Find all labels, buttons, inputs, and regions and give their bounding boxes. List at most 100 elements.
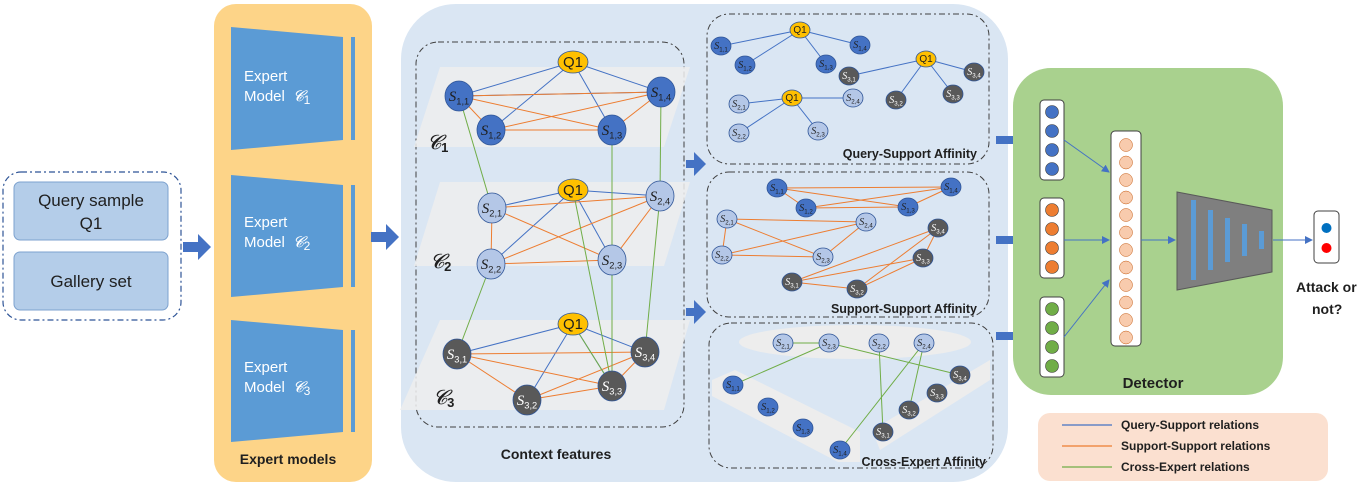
svg-text:S2,4: S2,4 <box>846 93 860 106</box>
svg-text:S2,3: S2,3 <box>811 126 825 139</box>
support-node: S1,4 <box>829 440 851 460</box>
svg-text:S2,2: S2,2 <box>481 257 501 275</box>
query-sample-box <box>13 181 169 241</box>
support-support-edge <box>526 351 646 401</box>
gallery-set-box <box>13 251 169 311</box>
query-support-edge <box>490 61 574 131</box>
support-node-s14: S1,4 <box>646 76 676 108</box>
cross-expert-edge <box>572 189 613 387</box>
svg-text:S3,3: S3,3 <box>602 379 622 397</box>
feature-cell <box>1045 203 1059 217</box>
support-support-edge <box>856 257 924 290</box>
query-node: Q1 <box>789 21 811 39</box>
query-support-edge <box>456 323 574 355</box>
feature-cell <box>1045 359 1059 373</box>
svg-text:S1,4: S1,4 <box>944 182 958 195</box>
support-support-affinity-box <box>706 171 990 318</box>
svg-text:S3,4: S3,4 <box>635 345 655 363</box>
cross-expert-edge <box>828 342 961 376</box>
svg-text:S3,3: S3,3 <box>946 89 960 102</box>
cross-expert-edge <box>456 263 492 355</box>
feature-cell <box>1045 340 1059 354</box>
svg-text:Q1: Q1 <box>919 54 933 65</box>
support-node: S3,1 <box>781 272 803 292</box>
svg-text:S3,1: S3,1 <box>447 347 467 365</box>
concat-cell <box>1119 173 1133 187</box>
svg-text:S2,3: S2,3 <box>816 252 830 265</box>
detector-input-vectors <box>1039 99 1065 378</box>
support-node: S2,3 <box>812 247 834 267</box>
query-node: Q1 <box>557 312 589 336</box>
svg-text:S2,2: S2,2 <box>715 250 729 263</box>
svg-text:S2,1: S2,1 <box>732 99 746 112</box>
support-node: S1,1 <box>766 178 788 198</box>
cross-expert-edge <box>644 195 661 353</box>
support-support-edge <box>491 207 613 261</box>
support-support-edge <box>791 227 939 283</box>
legend-item-cross-expert: Cross-Expert relations <box>1062 460 1250 474</box>
support-node: S2,1 <box>716 209 738 229</box>
support-node: S3,2 <box>846 279 868 299</box>
query-support-edge <box>744 29 801 66</box>
arrow-experts-to-context <box>371 224 399 250</box>
svg-text:S2,2: S2,2 <box>872 338 886 351</box>
svg-text:Query-Support relations: Query-Support relations <box>1121 418 1259 432</box>
svg-text:S3,3: S3,3 <box>930 388 944 401</box>
support-node-s13: S1,3 <box>597 114 627 146</box>
cross-expert-edge <box>659 91 662 197</box>
support-support-edge <box>726 218 824 258</box>
support-node: S3,4 <box>927 218 949 238</box>
query-support-edge <box>490 189 574 265</box>
feature-cell <box>1045 162 1059 176</box>
cross-expert-edge <box>878 342 884 433</box>
expert-3-line1: Expert <box>244 359 288 376</box>
svg-text:S1,2: S1,2 <box>799 203 813 216</box>
svg-text:Q1: Q1 <box>563 316 583 333</box>
svg-text:S1,3: S1,3 <box>819 59 833 72</box>
expert-1-line2: Model 𝓒1 <box>244 88 311 107</box>
svg-text:S2,2: S2,2 <box>732 128 746 141</box>
svg-text:S1,1: S1,1 <box>449 89 469 107</box>
support-support-edge <box>490 259 613 265</box>
context-edges <box>456 61 662 401</box>
svg-text:S3,1: S3,1 <box>842 71 856 84</box>
legend-box <box>1038 413 1328 481</box>
svg-text:S2,4: S2,4 <box>650 189 670 207</box>
concat-cell <box>1119 190 1133 205</box>
svg-text:Q1: Q1 <box>793 25 807 36</box>
query-support-edge <box>572 61 662 93</box>
context-graph-frame <box>415 41 685 428</box>
support-node-s21: S2,1 <box>477 192 507 224</box>
svg-text:S1,2: S1,2 <box>738 60 752 73</box>
support-node: S2,2 <box>728 123 750 143</box>
context-features-caption: Context features <box>501 446 612 462</box>
support-node: S3,1 <box>872 422 894 442</box>
support-node-s22: S2,2 <box>476 248 506 280</box>
query-sample-label-2: Q1 <box>80 214 103 233</box>
support-node-s11: S1,1 <box>444 80 474 112</box>
cross-expert-edge <box>839 342 925 451</box>
support-node-s12: S1,2 <box>476 114 506 146</box>
support-node: S1,4 <box>940 177 962 197</box>
concat-cell <box>1119 295 1133 310</box>
query-node: Q1 <box>557 50 589 74</box>
expert-3-line2: Model 𝓒3 <box>244 379 311 398</box>
support-node: S3,2 <box>885 90 907 110</box>
detector-network <box>1176 191 1273 291</box>
support-node-s31: S3,1 <box>442 338 472 370</box>
svg-text:S1,3: S1,3 <box>602 123 622 141</box>
support-node: S1,3 <box>815 54 837 74</box>
support-support-edge <box>856 227 939 290</box>
svg-text:S2,3: S2,3 <box>822 338 836 351</box>
support-support-affinity-label: Support-Support Affinity <box>831 302 977 316</box>
concat-cell <box>1119 278 1133 292</box>
expert-model-1: Expert Model 𝓒1 <box>231 27 355 150</box>
svg-text:S1,2: S1,2 <box>761 402 775 415</box>
feature-cell <box>1045 143 1059 157</box>
attack-or-not-label: Attack or not? <box>1296 279 1361 317</box>
svg-text:S1,2: S1,2 <box>481 123 501 141</box>
support-node: S2,1 <box>772 333 794 353</box>
svg-text:S3,2: S3,2 <box>517 393 537 411</box>
svg-text:Q1: Q1 <box>563 54 583 71</box>
